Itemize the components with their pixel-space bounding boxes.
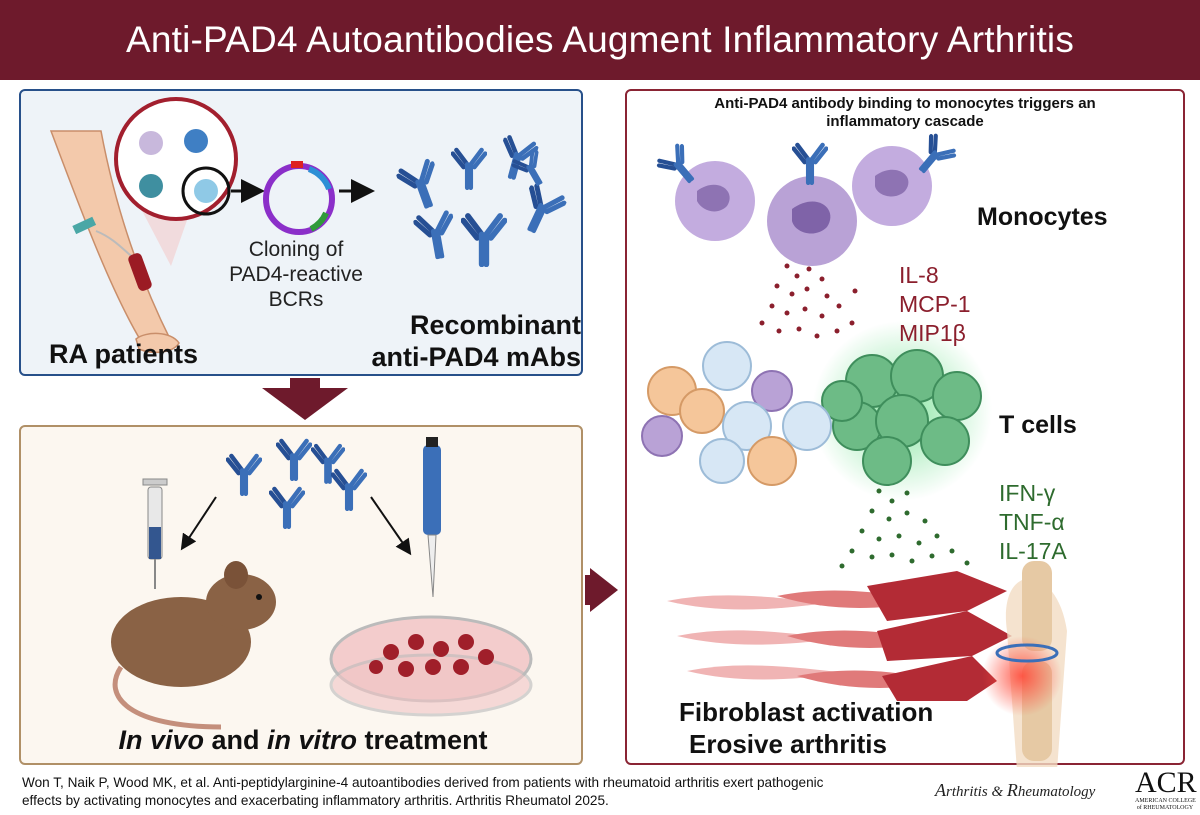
title-banner: Anti-PAD4 Autoantibodies Augment Inflamm… xyxy=(0,0,1200,80)
in-vivo-text: In vivo xyxy=(118,725,204,755)
b-cell-1 xyxy=(139,131,163,155)
cascade-header: Anti-PAD4 antibody binding to monocytes … xyxy=(714,95,1096,130)
cytokine-mcp1: MCP-1 xyxy=(899,291,971,317)
outcome-fibroblast: Fibroblast activation xyxy=(679,697,934,727)
mabs-label: Recombinant anti-PAD4 mAbs xyxy=(371,310,581,372)
blood-tube-icon xyxy=(128,253,152,291)
outcome-arthritis: Erosive arthritis xyxy=(689,729,887,759)
panel-treatment: In vivo and in vitro treatment xyxy=(19,425,583,765)
tcells-label: T cells xyxy=(999,411,1077,439)
antibody-icon xyxy=(515,184,565,237)
cytokine-list-1: IL-8 MCP-1 MIP1β xyxy=(899,261,971,348)
journal-name: Arthritis & Rheumatology xyxy=(935,780,1095,801)
pipette-icon xyxy=(423,445,441,535)
citation: Won T, Naik P, Wood MK, et al. Anti-pept… xyxy=(22,775,824,808)
journal-a: A xyxy=(935,780,946,800)
monocytes-label: Monocytes xyxy=(977,203,1108,231)
cytokine-il17a: IL-17A xyxy=(999,538,1067,564)
and-text: and xyxy=(203,725,267,755)
panel3-illustration xyxy=(641,91,1067,767)
cloning-label: Cloning of PAD4-reactive BCRs xyxy=(229,238,363,311)
treatment-text: treatment xyxy=(357,725,488,755)
cytokine-ifng: IFN-γ xyxy=(999,480,1056,506)
fibroblast-cells xyxy=(667,571,1012,701)
journal-amp: & xyxy=(987,784,1007,800)
cytokine-dots-red xyxy=(759,263,858,339)
b-cell-3 xyxy=(139,174,163,198)
antibody-icon xyxy=(453,150,485,188)
knee-joint-illustration xyxy=(982,561,1067,767)
antibody-icon xyxy=(397,160,445,212)
t-cell-cluster xyxy=(821,349,982,486)
journal-r: R xyxy=(1006,780,1018,800)
acr-logo-line2: of RHEUMATOLOGY xyxy=(1136,805,1194,811)
selected-b-cell-ring xyxy=(181,166,231,216)
acr-logo-line1: AMERICAN COLLEGE xyxy=(1135,798,1196,804)
antibody-icon xyxy=(463,216,504,264)
patients-label: RA patients xyxy=(49,339,199,369)
acr-logo-text: ACR xyxy=(1135,766,1197,799)
arrow-to-dish xyxy=(370,496,412,556)
panel1-illustration xyxy=(49,97,585,354)
cytokine-dots-green xyxy=(839,488,970,569)
antibody-icon xyxy=(228,456,260,494)
page-title: Anti-PAD4 Autoantibodies Augment Inflamm… xyxy=(125,19,1075,60)
panel-inflammatory-cascade: Anti-PAD4 antibody binding to monocytes … xyxy=(625,89,1185,767)
mixed-immune-cells xyxy=(641,341,832,486)
panel-antibody-generation: Cloning of PAD4-reactive BCRs RA patient… xyxy=(19,89,583,376)
down-arrow-icon xyxy=(262,388,348,420)
bcr-zoom-circle xyxy=(114,97,238,221)
selected-b-cell xyxy=(194,179,218,203)
acr-logo: ACR AMERICAN COLLEGE of RHEUMATOLOGY xyxy=(1135,766,1197,812)
journal-heumatology: heumatology xyxy=(1017,784,1096,800)
antibody-icon xyxy=(333,471,365,509)
antibody-icon xyxy=(278,441,310,479)
hand-illustration xyxy=(135,332,180,354)
panel2-illustration xyxy=(111,437,533,730)
journal-rthritis: rthritis xyxy=(946,784,988,800)
cytokine-list-2: IFN-γ TNF-α IL-17A xyxy=(999,479,1067,566)
treatment-label: In vivo and in vitro treatment xyxy=(21,725,585,756)
arrow-to-mouse xyxy=(180,496,217,551)
cytokine-tnfa: TNF-α xyxy=(999,509,1065,535)
right-arrow-icon xyxy=(590,568,618,612)
cytokine-il8: IL-8 xyxy=(899,262,939,288)
tourniquet-icon xyxy=(72,216,97,235)
cytokine-mip1b: MIP1β xyxy=(899,320,966,346)
antibody-icon xyxy=(271,489,303,527)
antibody-icon xyxy=(415,212,458,260)
b-cell-2 xyxy=(184,129,208,153)
in-vitro-text: in vitro xyxy=(267,725,358,755)
